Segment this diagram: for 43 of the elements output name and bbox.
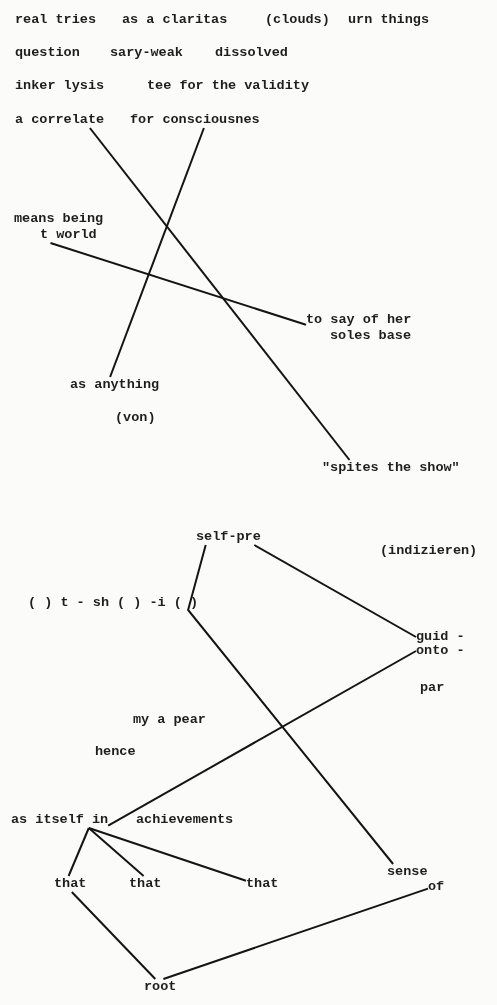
poem-word: a correlate — [15, 112, 105, 128]
poem-word: to say of her soles base — [306, 312, 420, 344]
poem-word: of — [428, 879, 445, 895]
connector-line — [187, 544, 395, 865]
poem-word: sary-weak — [110, 45, 183, 61]
poem-word: as anything — [70, 377, 160, 393]
poem-word: par — [420, 680, 445, 696]
poem-word: hence — [95, 744, 136, 760]
poem-word: achievements — [136, 812, 234, 828]
poem-word: urn things — [348, 12, 429, 28]
poem-word: inker lysis — [15, 78, 105, 94]
poem-word: (von) — [115, 410, 156, 426]
poem-word: (clouds) — [265, 12, 330, 28]
connector-line — [107, 650, 417, 827]
poem-word: my a pear — [133, 712, 206, 728]
connector-line — [49, 242, 307, 326]
connector-line — [87, 827, 145, 877]
poem-word: (indizieren) — [380, 543, 478, 559]
poem-word: that — [54, 876, 87, 892]
connector-line — [88, 127, 351, 461]
connector-line — [87, 827, 247, 882]
connector-line — [162, 887, 429, 980]
poem-word: as itself in — [11, 812, 109, 828]
poem-word: that — [129, 876, 162, 892]
poem-word: self-pre — [196, 529, 261, 545]
poem-word: sense — [387, 864, 428, 880]
poem-word: that — [246, 876, 279, 892]
poem-word: guid - — [416, 629, 465, 645]
poem-word: root — [144, 979, 177, 995]
poem-word: for consciousnes — [130, 112, 260, 128]
poem-word: dissolved — [215, 45, 288, 61]
poem-word: means being t world — [14, 211, 110, 243]
poem-word: onto - — [416, 643, 465, 659]
poem-word: question — [15, 45, 80, 61]
poem-word: "spites the show" — [322, 460, 460, 476]
connector-line — [109, 127, 205, 378]
poem-word: as a claritas — [122, 12, 228, 28]
poem-word: ( ) t - sh ( ) -i ( ) — [28, 595, 199, 611]
connector-line — [70, 891, 157, 980]
connector-line — [253, 544, 417, 638]
connector-line — [67, 827, 90, 877]
poem-word: tee for the validity — [147, 78, 310, 94]
poem-word: real tries — [15, 12, 96, 28]
